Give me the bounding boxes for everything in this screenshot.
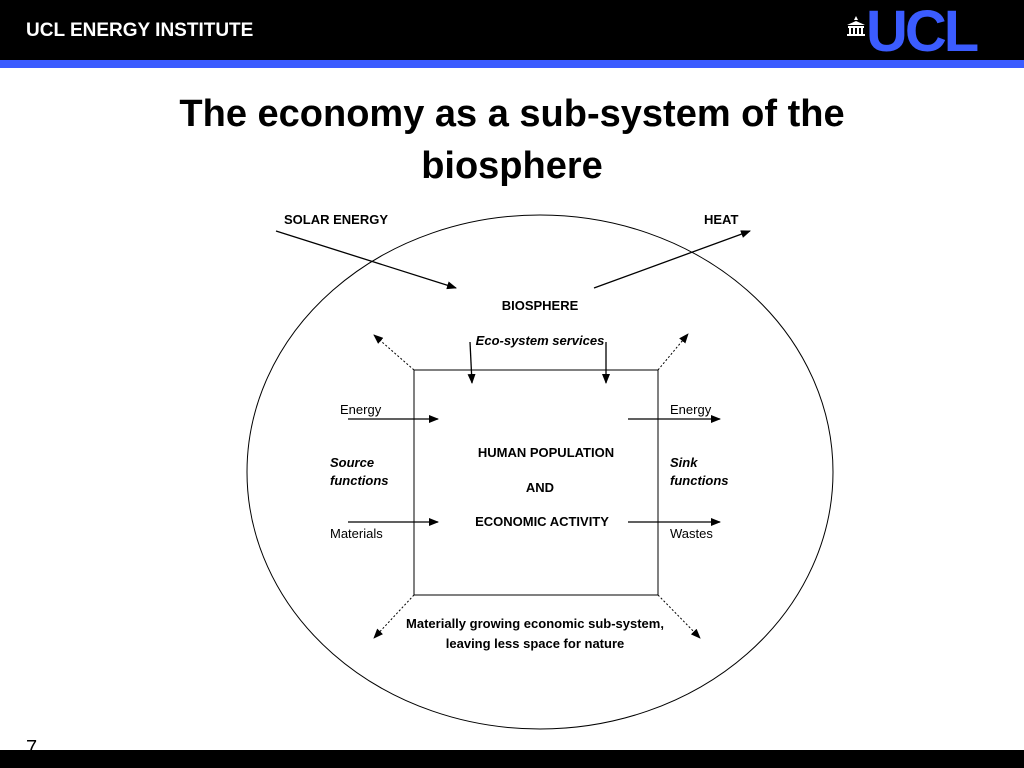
energy-in-label: Energy [340,402,382,417]
expansion-arrow-top-right [657,333,689,371]
expansion-arrow-top-left [373,334,415,371]
caption-line-2: leaving less space for nature [446,636,624,651]
center-line-2: AND [526,480,554,495]
title-line-2: biosphere [421,145,603,187]
biosphere-ellipse [246,214,834,730]
biosphere-label: BIOSPHERE [502,298,579,313]
sink-functions-line-2: functions [670,473,729,488]
materials-label: Materials [330,526,383,541]
header-accent-stripe [0,60,1024,68]
center-line-3: ECONOMIC ACTIVITY [475,514,609,529]
energy-out-label: Energy [670,402,712,417]
title-line-1: The economy as a sub-system of the [179,93,845,135]
expansion-arrow-bottom-right [657,594,701,639]
heat-arrow [593,230,751,289]
wastes-label: Wastes [670,526,713,541]
center-line-1: HUMAN POPULATION [478,445,614,460]
caption-line-1: Materially growing economic sub-system, [406,616,664,631]
heat-label: HEAT [704,212,738,227]
ucl-logo: UCL [866,0,979,64]
expansion-arrow-bottom-left [373,594,415,639]
economy-box [413,369,659,596]
source-functions-line-1: Source [330,455,374,470]
eco-service-arrow-left [467,341,476,384]
footer-bar [0,750,1024,768]
institute-name: UCL ENERGY INSTITUTE [26,20,254,41]
eco-services-label: Eco-system services [476,333,605,348]
page-number: 7 [26,737,38,759]
portico-icon [847,16,865,36]
solar-energy-arrow [275,230,457,290]
solar-energy-label: SOLAR ENERGY [284,212,388,227]
source-functions-line-2: functions [330,473,389,488]
sink-functions-line-1: Sink [670,455,698,470]
slide-title: The economy as a sub-system of the biosp… [0,88,1024,192]
